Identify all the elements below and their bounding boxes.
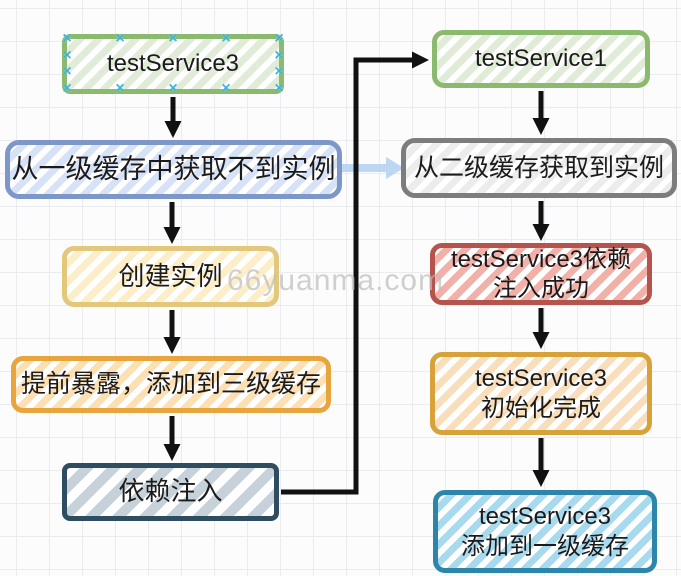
node-label: 依赖注入: [118, 476, 223, 507]
edge-di-to-testservice1[interactable]: [281, 51, 429, 495]
node-label: 从二级缓存获取到实例: [413, 153, 664, 182]
node-ts3-init-done[interactable]: testService3 初始化完成: [430, 352, 652, 435]
edge-testservice3-to-l1miss[interactable]: [164, 97, 182, 138]
node-l1-cache-miss[interactable]: 从一级缓存中获取不到实例: [5, 140, 342, 199]
selection-handle-icon[interactable]: ×: [274, 46, 284, 64]
node-label: testService3依赖 注入成功: [450, 245, 632, 302]
node-label: testService3 添加到一级缓存: [461, 503, 629, 560]
node-l2-cache-hit[interactable]: 从二级缓存获取到实例: [401, 138, 677, 198]
selection-handle-icon[interactable]: ×: [168, 30, 178, 47]
node-create-instance[interactable]: 创建实例: [62, 246, 279, 307]
selection-handle-icon[interactable]: ×: [115, 80, 125, 97]
node-ts3-add-l1-cache[interactable]: testService3 添加到一级缓存: [433, 490, 657, 573]
selection-handle-icon[interactable]: ×: [274, 80, 284, 97]
selection-handle-icon[interactable]: ×: [274, 30, 284, 47]
node-ts3-di-success[interactable]: testService3依赖 注入成功: [430, 243, 652, 305]
edge-expose-to-di[interactable]: [163, 416, 181, 461]
node-dependency-injection[interactable]: 依赖注入: [62, 463, 279, 521]
edge-l1miss-to-create[interactable]: [163, 202, 181, 244]
edge-testservice1-to-l2hit[interactable]: [532, 91, 550, 135]
node-label: 从一级缓存中获取不到实例: [11, 154, 336, 185]
selection-handle-icon[interactable]: ×: [62, 30, 72, 47]
edge-initdone-to-addl1[interactable]: [532, 438, 550, 487]
node-testservice3[interactable]: testService3 × × × × × × × × × × × × × ×: [62, 30, 284, 97]
selection-handle-icon[interactable]: ×: [221, 30, 231, 47]
edge-disuccess-to-initdone[interactable]: [532, 308, 550, 349]
selection-handle-icon[interactable]: ×: [115, 30, 125, 47]
selection-handle-icon[interactable]: ×: [62, 80, 72, 97]
selection-handle-icon[interactable]: ×: [62, 46, 72, 64]
selection-handle-icon[interactable]: ×: [62, 63, 72, 80]
selection-handle-icon[interactable]: ×: [168, 80, 178, 97]
edge-create-to-expose[interactable]: [163, 310, 181, 354]
edge-l2hit-to-disuccess[interactable]: [532, 201, 550, 241]
node-label: testService3: [106, 50, 240, 78]
node-label: testService3 初始化完成: [474, 365, 608, 422]
node-label: testService1: [474, 45, 608, 73]
selection-handle-icon[interactable]: ×: [274, 63, 284, 80]
selection-handle-icon[interactable]: ×: [221, 80, 231, 97]
node-label: 创建实例: [118, 260, 223, 291]
node-testservice1[interactable]: testService1: [432, 30, 650, 88]
watermark: 66yuanma.com: [227, 264, 445, 297]
node-early-expose-l3[interactable]: 提前暴露，添加到三级缓存: [11, 356, 331, 413]
node-label: 提前暴露，添加到三级缓存: [20, 370, 321, 399]
